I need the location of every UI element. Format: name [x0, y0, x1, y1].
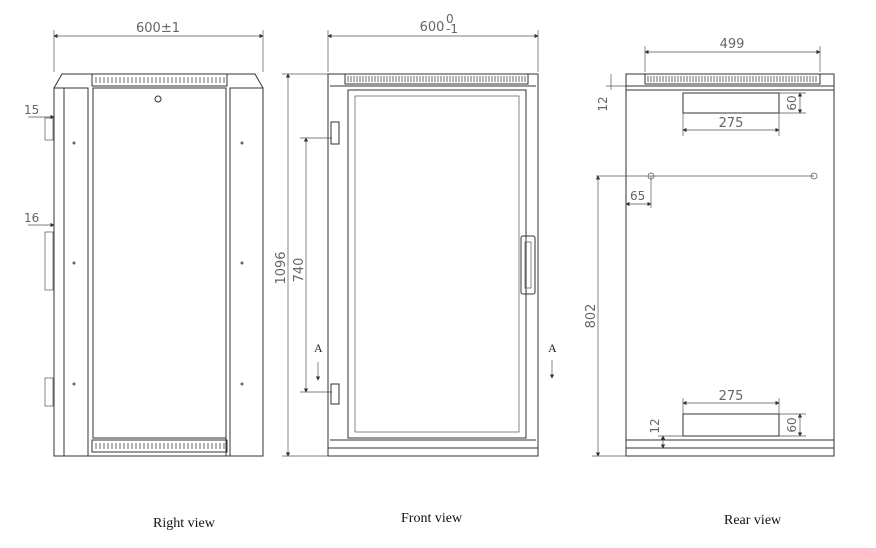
front-hinge-top	[330, 121, 340, 145]
right-dim-15: 15	[24, 103, 39, 117]
front-top-vent	[347, 76, 526, 82]
rear-cutout-bottom	[682, 413, 780, 437]
front-width-label: 600	[420, 20, 445, 35]
right-bottom-vent	[95, 443, 225, 449]
front-view: 600 0 -1 1096 740 A A	[274, 12, 557, 457]
rear-top-width-label: 499	[720, 37, 745, 52]
section-mark-left: A	[314, 341, 323, 355]
right-view-caption: Right view	[153, 516, 215, 531]
rear-cutout-bottom-height: 60	[785, 417, 799, 432]
right-dim-16: 16	[24, 211, 39, 225]
rear-cutout-top	[682, 92, 780, 114]
rear-hole-offset: 65	[630, 189, 645, 203]
front-view-caption: Front view	[401, 511, 463, 526]
rear-hole-height: 802	[584, 304, 599, 329]
front-inner-label: 740	[292, 258, 307, 283]
section-mark-right: A	[548, 341, 557, 355]
rear-hole-right	[810, 172, 818, 180]
rear-top-vent	[647, 76, 817, 82]
rear-cutout-top-width: 275	[719, 116, 744, 131]
front-width-tol-upper: 0	[446, 12, 454, 26]
right-width-label: 600±1	[136, 21, 180, 36]
front-door-handle	[520, 235, 536, 295]
rear-cutout-top-height: 60	[785, 95, 799, 110]
right-hole	[154, 95, 162, 103]
front-height-label: 1096	[274, 251, 289, 284]
rear-view-caption: Rear view	[724, 513, 782, 528]
right-top-vent	[95, 77, 225, 83]
rear-view: 499 275 60 12 65 802	[584, 37, 835, 457]
rear-offset-bottom: 12	[648, 418, 662, 433]
rear-offset-top: 12	[596, 96, 610, 111]
right-view: 600±1 15 16	[24, 21, 264, 457]
front-width-tol-lower: -1	[446, 22, 458, 36]
rear-cutout-bottom-width: 275	[719, 389, 744, 404]
front-hinge-bottom	[330, 383, 340, 405]
